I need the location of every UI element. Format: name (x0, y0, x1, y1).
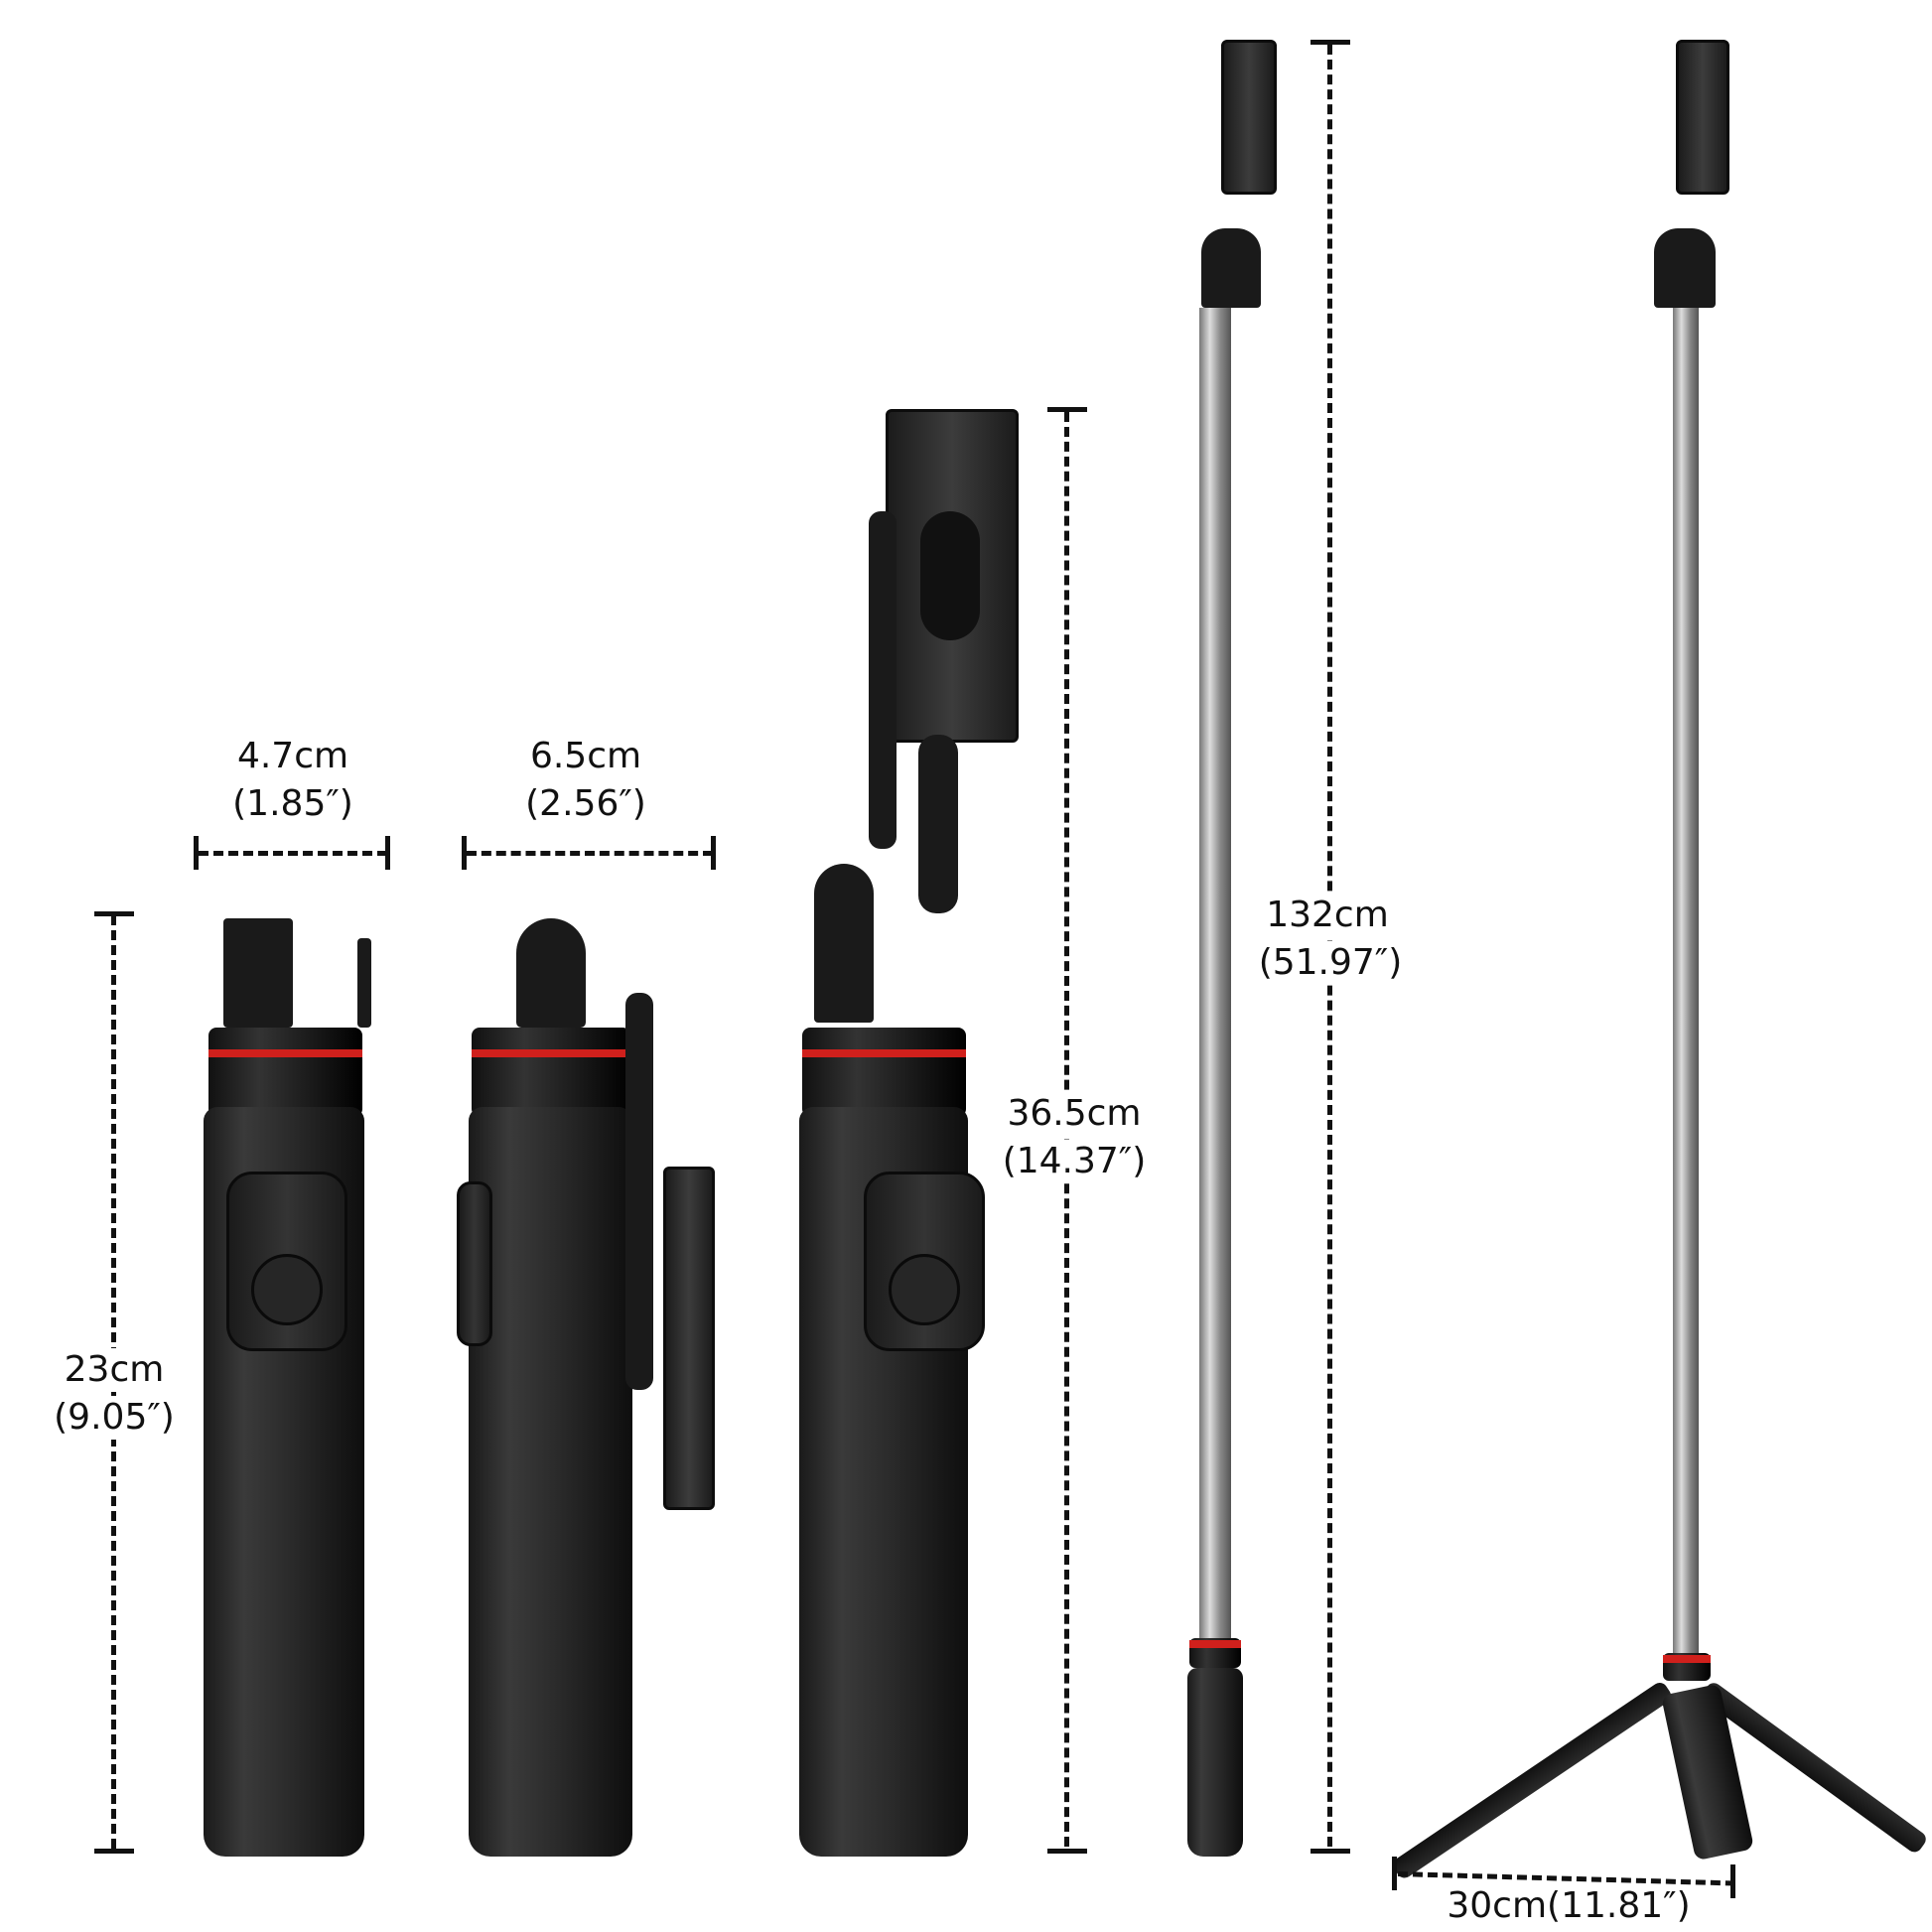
dimension-cap (194, 836, 199, 870)
clamp-grip-pad (920, 511, 980, 640)
dimension-cap (1047, 407, 1087, 412)
depth-dimension-line (467, 851, 713, 856)
height-in-label: (9.05″) (40, 1396, 189, 1440)
dimension-cap (711, 836, 716, 870)
dimension-cap (385, 836, 390, 870)
extended-height-in-label: (51.97″) (1246, 941, 1415, 985)
bluetooth-remote-side (457, 1181, 492, 1346)
extended-height-cm-label: 132cm (1253, 894, 1402, 937)
dimension-cap (1392, 1857, 1397, 1890)
phone-clamp (1221, 40, 1277, 195)
top-collar (208, 1028, 362, 1117)
depth-cm-label: 6.5cm (529, 736, 642, 776)
width-cm-label: 4.7cm (236, 736, 349, 776)
tilt-head (1654, 228, 1716, 308)
dimension-cap (1311, 1849, 1350, 1854)
dimension-cap (1311, 40, 1350, 45)
phone-clamp (886, 409, 1019, 743)
tilt-head (516, 918, 586, 1028)
height-cm-label: 23cm (40, 1348, 189, 1392)
red-accent-ring (208, 1049, 362, 1057)
folded-phone-clamp (663, 1167, 715, 1510)
red-accent-ring (1663, 1655, 1711, 1663)
depth-in-label: (2.56″) (525, 783, 646, 824)
telescopic-pole (1673, 308, 1699, 1658)
telescopic-pole (1199, 308, 1231, 1638)
mount-screw (357, 938, 371, 1028)
dimension-cap (94, 1849, 134, 1854)
handle-grip (469, 1107, 632, 1857)
tilt-head (814, 864, 874, 1023)
dimension-cap (462, 836, 467, 870)
dimension-cap (94, 911, 134, 916)
folded-holder-arm (625, 993, 653, 1390)
width-dimension-line (199, 851, 387, 856)
holder-height-in-label: (14.37″) (995, 1140, 1154, 1183)
holder-height-cm-label: 36.5cm (995, 1092, 1154, 1136)
handle-grip (1187, 1668, 1243, 1857)
dimension-cap (1047, 1849, 1087, 1854)
red-accent-ring (1189, 1640, 1241, 1648)
tripod-leg-left (1390, 1679, 1675, 1881)
tilt-head (1201, 228, 1261, 308)
holder-arm (869, 511, 897, 849)
holder-neck (918, 735, 958, 913)
top-collar (472, 1028, 630, 1117)
shutter-button[interactable] (251, 1254, 323, 1325)
phone-clamp (1676, 40, 1729, 195)
width-in-label: (1.85″) (232, 783, 353, 824)
bluetooth-remote (226, 1172, 347, 1351)
tripod-span-label: 30cm(11.81″) (1447, 1885, 1691, 1926)
mount-bracket (223, 918, 293, 1028)
shutter-button[interactable] (889, 1254, 960, 1325)
top-collar (802, 1028, 966, 1117)
bluetooth-remote (864, 1172, 985, 1351)
red-accent-ring (802, 1049, 966, 1057)
dimension-cap (1730, 1864, 1735, 1898)
red-accent-ring (472, 1049, 630, 1057)
